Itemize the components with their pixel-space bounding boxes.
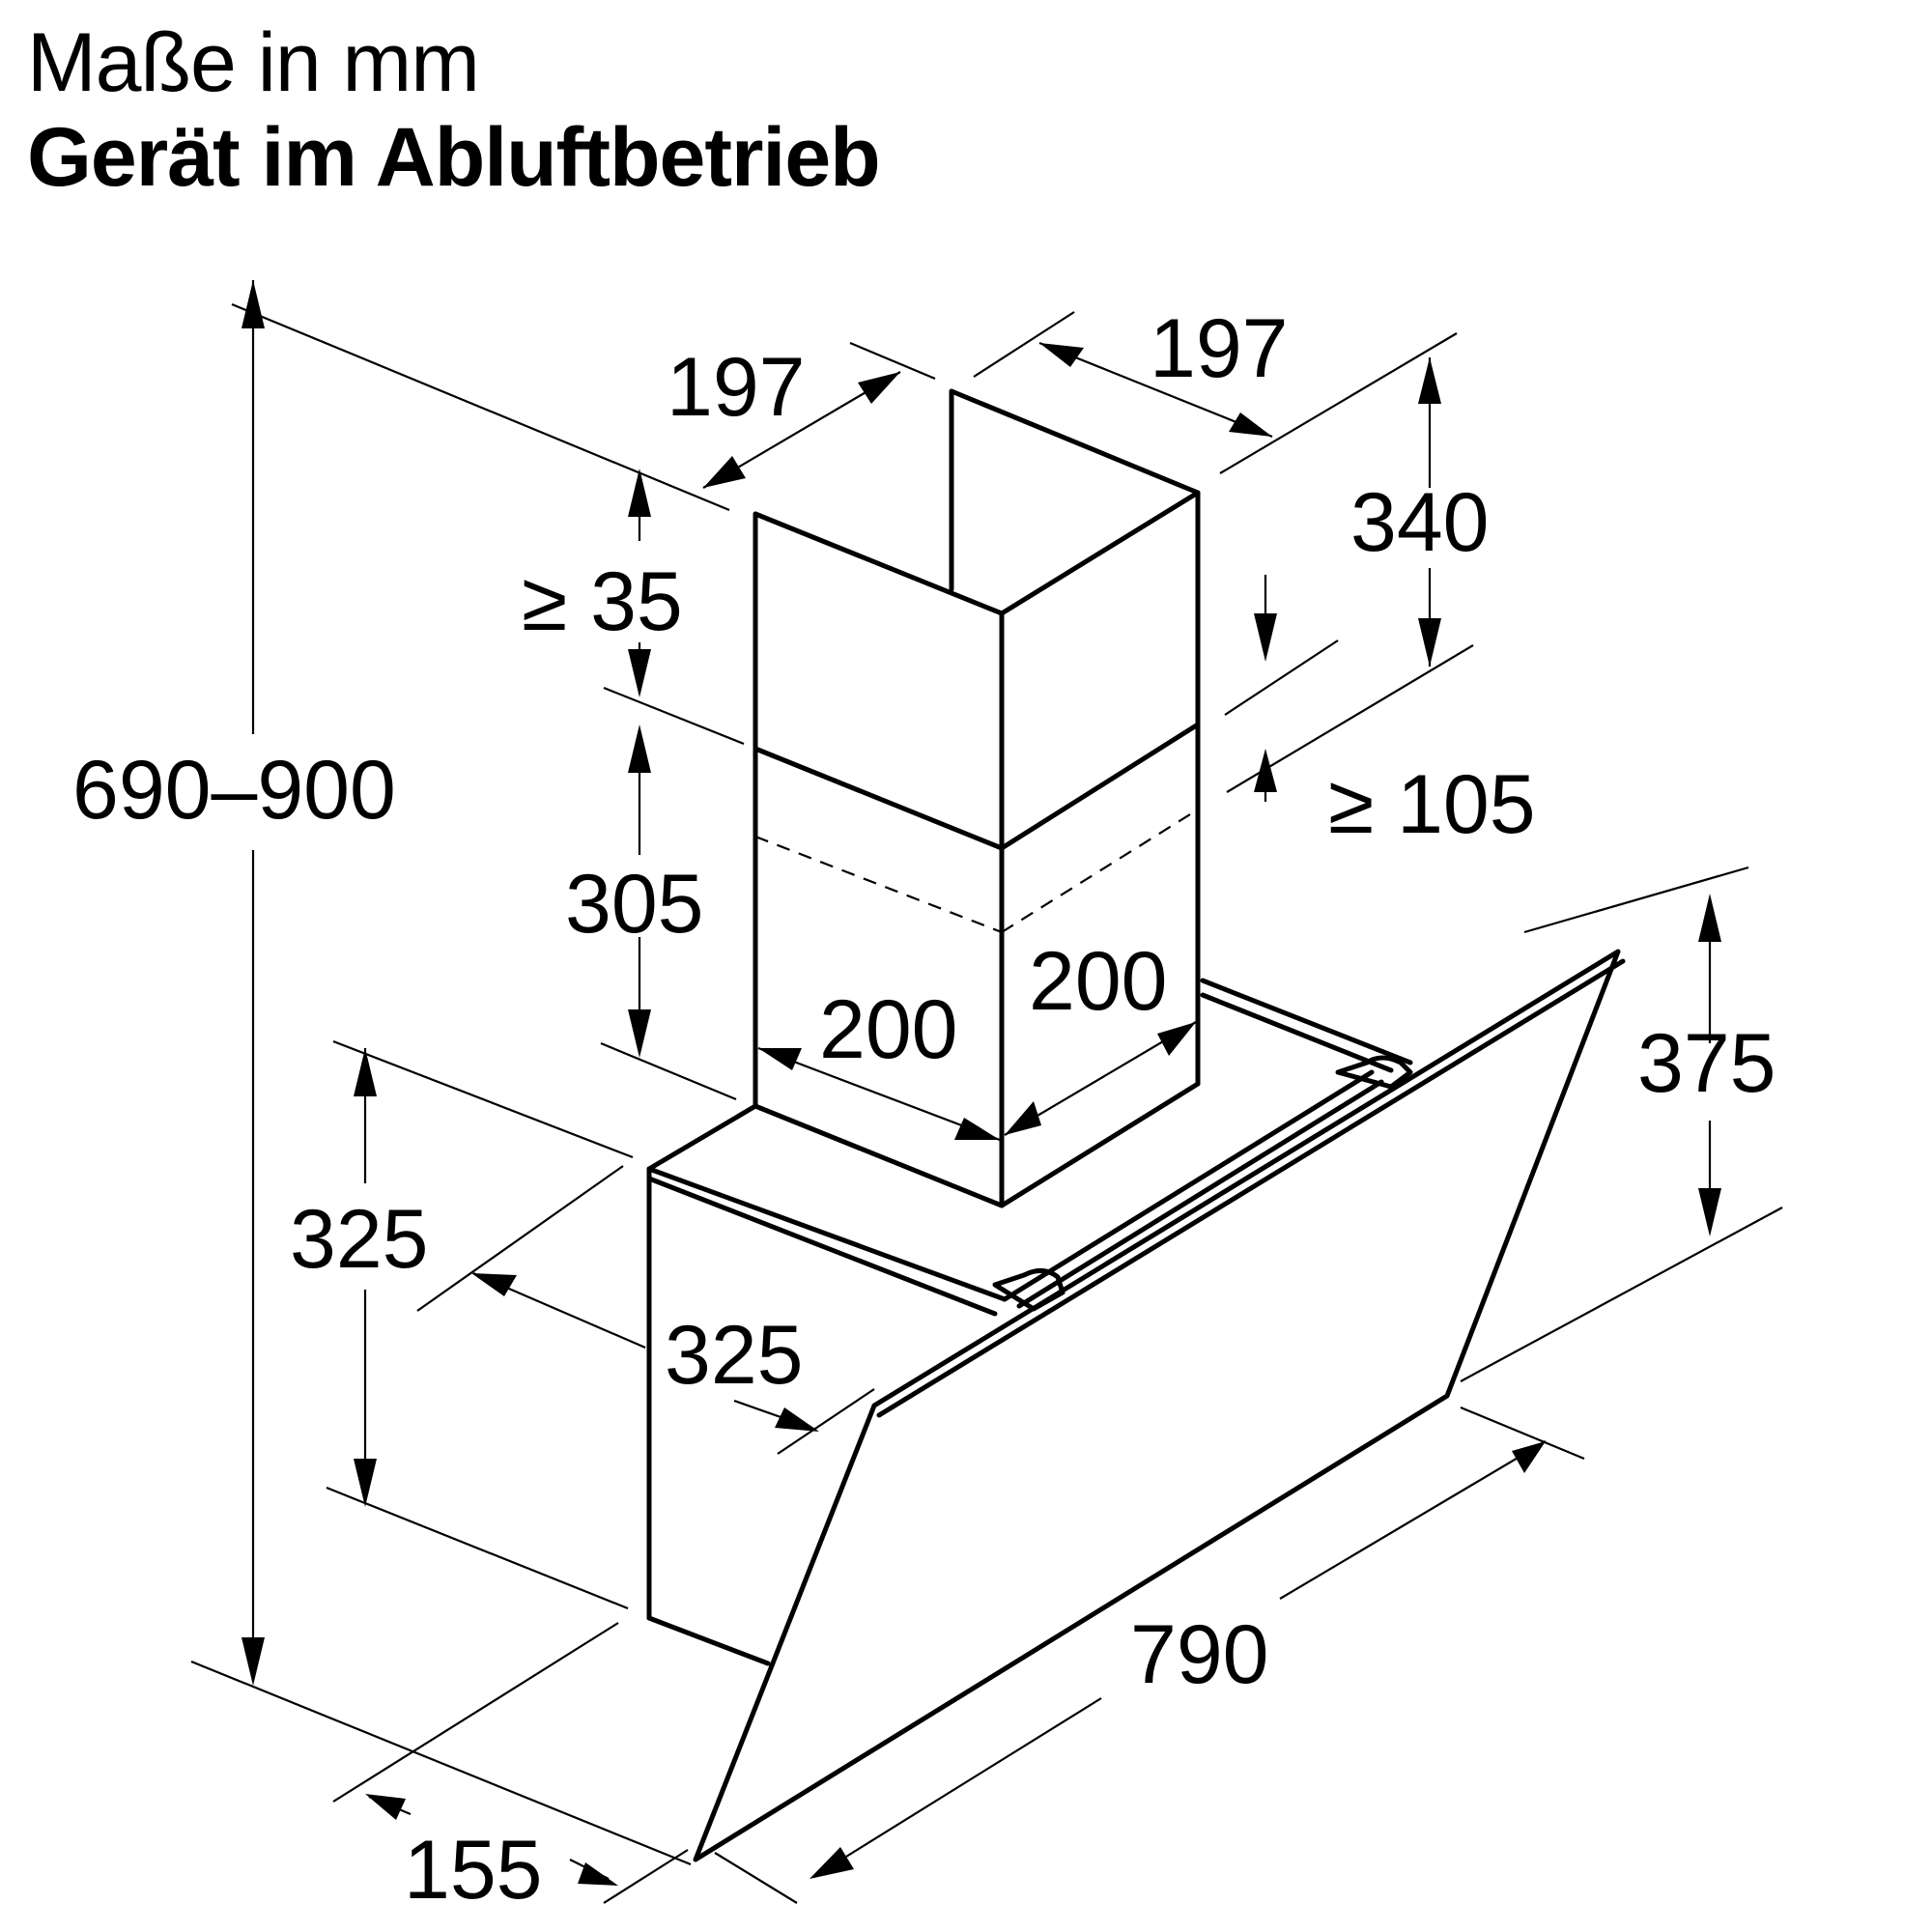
label-chimney-upper-depth: 197 <box>667 341 806 434</box>
label-canopy-height: 375 <box>1637 1017 1776 1110</box>
label-lower-chimney-width: 200 <box>1029 935 1168 1028</box>
label-total-height: 690–900 <box>72 744 396 837</box>
label-total-width: 790 <box>1130 1608 1269 1701</box>
dimension-labels: 690–900 197 197 340 ≥ 35 ≥ 105 305 200 2… <box>72 302 1776 1917</box>
label-ceiling-gap: ≥ 35 <box>522 555 683 648</box>
label-body-height: 325 <box>290 1193 429 1286</box>
hood-outline <box>646 388 1626 1862</box>
mode-title: Gerät im Abluftbetrieb <box>27 111 881 204</box>
label-lower-chimney-depth: 200 <box>819 983 958 1076</box>
label-upper-chimney-height: 340 <box>1350 476 1490 569</box>
label-body-depth: 325 <box>665 1309 804 1402</box>
label-overlap: ≥ 105 <box>1328 758 1536 851</box>
units-title: Maße in mm <box>27 16 480 109</box>
label-chimney-upper-width: 197 <box>1150 302 1289 395</box>
dimension-lines <box>190 280 1783 1904</box>
label-lower-chimney-height: 305 <box>565 858 704 951</box>
label-bottom-depth: 155 <box>404 1824 543 1917</box>
